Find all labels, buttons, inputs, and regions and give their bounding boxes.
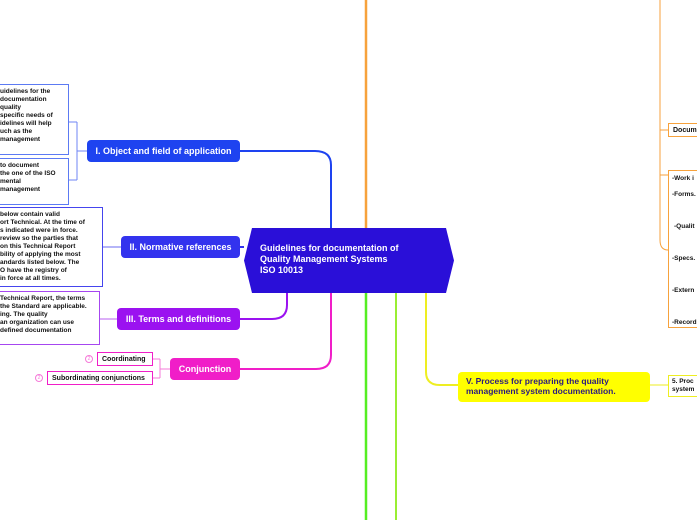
subtopic-subordinating-conjunctions[interactable]: Subordinating conjunctions (47, 371, 153, 385)
note-line: on this Technical Report (0, 243, 76, 250)
note-line: management (0, 186, 41, 193)
topic-terms-and-definitions[interactable]: III. Terms and definitions (117, 308, 240, 330)
note-line: uch as the (0, 128, 33, 135)
badge-count: 2 (37, 375, 41, 381)
subtopic-documents[interactable]: Docum (668, 123, 697, 137)
topic-object-label: I. Object and field of application (95, 146, 232, 156)
topic-normative-references[interactable]: II. Normative references (121, 236, 240, 258)
central-topic[interactable]: Guidelines for documentation of Quality … (260, 243, 445, 281)
list-item: -Forms. (672, 191, 696, 198)
list-item: -Qualit (674, 223, 695, 230)
topic-process-line-1: V. Process for preparing the quality (466, 376, 609, 386)
topic-terms-label: III. Terms and definitions (125, 314, 232, 324)
note-object-1: uidelines for the documentation quality … (0, 84, 69, 155)
note-line: review so the parties that (0, 235, 79, 242)
note-line: specific needs of (0, 112, 53, 119)
subtopic-process-5[interactable]: 5. Proc system (668, 375, 697, 397)
note-line: in force at all times. (0, 275, 61, 282)
note-line: ort Technical. At the time of (0, 219, 85, 226)
topic-conjunction[interactable]: Conjunction (170, 358, 240, 380)
central-topic-shape (244, 228, 454, 293)
note-line: defined documentation (0, 327, 72, 334)
note-line: the one of the ISO (0, 170, 56, 177)
note-line: Technical Report, the terms (0, 295, 86, 302)
note-line: andards listed below. The (0, 259, 80, 266)
note-line: O have the registry of (0, 267, 67, 274)
topic-process-line-2: management system documentation. (466, 386, 616, 396)
note-line: s indicated were in force. (0, 227, 78, 234)
note-line: documentation (0, 96, 47, 103)
note-object-2: to document the one of the ISO mental ma… (0, 158, 69, 205)
topic-conjunction-label: Conjunction (178, 364, 232, 374)
subtopic-coordinating[interactable]: Coordinating (97, 352, 153, 366)
note-line: quality (0, 104, 21, 111)
note-line: an organization can use (0, 319, 75, 326)
list-item: -Record (672, 319, 697, 326)
subtopic-subordinating-label: Subordinating conjunctions (52, 374, 145, 382)
note-line: bility of applying the most (0, 251, 81, 258)
topic-normative-label: II. Normative references (129, 242, 232, 252)
subtopic-process-line: system (672, 386, 695, 393)
topic-object-and-field[interactable]: I. Object and field of application (87, 140, 240, 162)
note-line: uidelines for the (0, 88, 51, 95)
note-line: idelines will help (0, 120, 52, 127)
note-line: the Standard are applicable. (0, 303, 87, 310)
subtopic-coordinating-label: Coordinating (102, 355, 146, 363)
note-line: to document (0, 162, 39, 169)
badge-count: 2 (87, 356, 91, 362)
note-normative-1: below contain valid ort Technical. At th… (0, 207, 103, 287)
central-title-line-1: Guidelines for documentation of (260, 243, 399, 253)
collapse-badge-coordinating[interactable]: 2 (85, 355, 93, 363)
subtopic-document-types-list[interactable]: -Work i -Forms. -Qualit -Specs. -Extern … (668, 170, 697, 328)
note-line: below contain valid (0, 211, 60, 218)
subtopic-process-line: 5. Proc (672, 378, 694, 385)
central-title-line-2: Quality Management Systems (260, 254, 388, 264)
subtopic-documents-label: Docum (673, 126, 697, 134)
note-line: ing. The quality (0, 311, 48, 318)
central-title-line-3: ISO 10013 (260, 265, 304, 275)
note-line: management (0, 136, 41, 143)
list-item: -Extern (672, 287, 695, 294)
topic-process-preparing[interactable]: V. Process for preparing the quality man… (458, 372, 650, 402)
list-item: -Work i (672, 175, 694, 182)
collapse-badge-subordinating[interactable]: 2 (35, 374, 43, 382)
note-line: mental (0, 178, 21, 185)
list-item: -Specs. (672, 255, 696, 262)
note-terms-1: Technical Report, the terms the Standard… (0, 291, 100, 345)
